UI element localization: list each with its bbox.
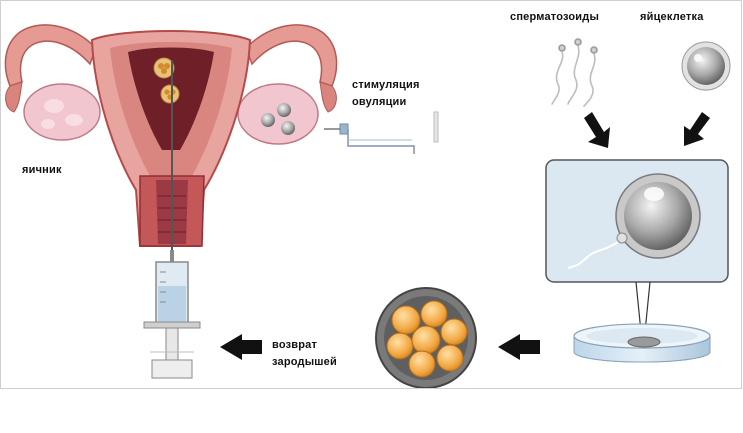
- label-egg: яйцеклетка: [640, 11, 704, 23]
- label-ovulation-stimulation: стимуляция овуляции: [352, 77, 420, 111]
- follicle: [281, 121, 295, 135]
- needle-icon: [324, 111, 439, 154]
- arrow-sperm-down: [584, 112, 610, 148]
- petri-dish-icon: [573, 323, 711, 363]
- sperm-head: [616, 232, 628, 244]
- label-ovary: яичник: [22, 164, 62, 176]
- uterus-illustration: [4, 24, 338, 262]
- label-ovulation-line2: овуляции: [352, 96, 407, 108]
- right-ovary: [237, 83, 319, 145]
- right-fimbriae: [319, 81, 337, 113]
- left-fallopian-tube: [4, 24, 97, 87]
- left-fimbriae: [5, 81, 23, 113]
- sperm-tail: [567, 241, 619, 269]
- arrow-to-syringe: [220, 334, 262, 360]
- egg-cell-icon: [681, 41, 731, 91]
- embryo-in-uterus: [160, 84, 180, 104]
- label-sperm: сперматозоиды: [510, 11, 600, 23]
- right-fallopian-tube: [245, 24, 338, 87]
- sperm-icon: [551, 38, 598, 107]
- arrow-to-embryo: [498, 334, 540, 360]
- follicle: [261, 113, 275, 127]
- follicle: [277, 103, 291, 117]
- syringe-icon: [143, 250, 201, 379]
- fertilization-box: [545, 159, 729, 343]
- embryo-icon: [375, 287, 477, 389]
- label-embryo-transfer: возврат зародышей: [272, 337, 337, 371]
- label-embryo-line1: возврат: [272, 339, 318, 351]
- arrow-egg-down: [684, 112, 710, 146]
- label-ovulation-line1: стимуляция: [352, 79, 420, 91]
- left-ovary: [23, 83, 101, 141]
- label-embryo-line2: зародышей: [272, 356, 337, 368]
